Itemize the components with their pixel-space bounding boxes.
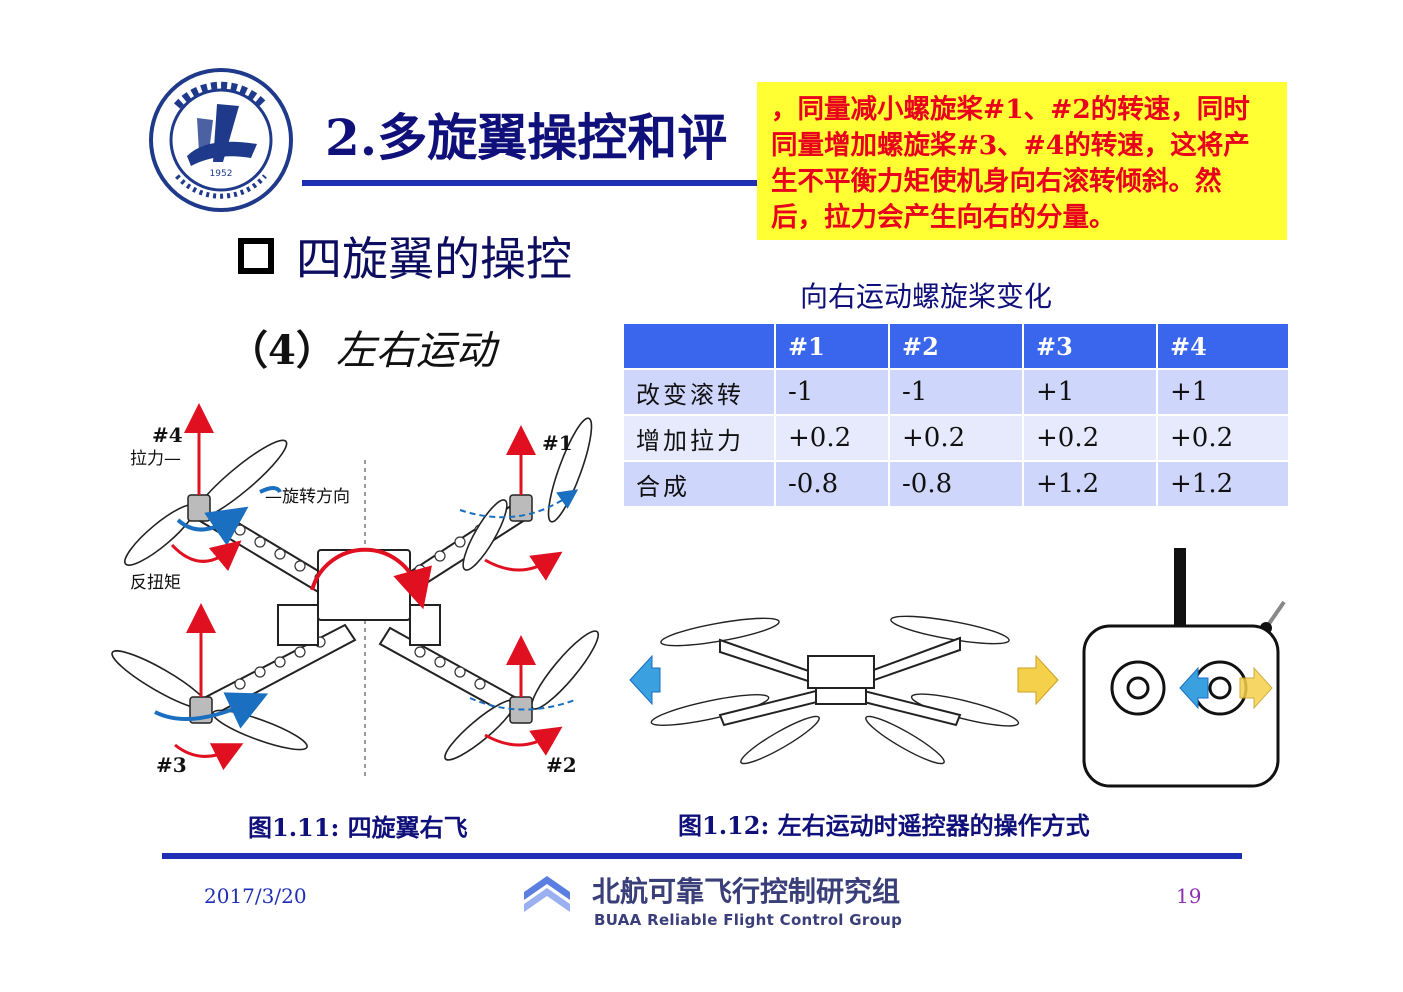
table-row-label: 增加拉力	[624, 416, 774, 460]
table-cell: +0.2	[776, 416, 888, 460]
slide-title: 2.多旋翼操控和评	[325, 108, 728, 167]
figure-caption-quad: 图1.11: 四旋翼右飞	[248, 813, 468, 842]
university-seal-icon: 1952	[149, 68, 293, 212]
table-caption: 向右运动螺旋桨变化	[800, 280, 1053, 313]
table-cell: +1.2	[1158, 462, 1288, 506]
label-prop-2: #2	[546, 753, 577, 777]
section-heading-text: 四旋翼的操控	[296, 232, 572, 286]
footer-date: 2017/3/20	[204, 884, 307, 908]
table-header-cell: #2	[890, 324, 1022, 368]
figure-caption-remote: 图1.12: 左右运动时遥控器的操作方式	[678, 811, 1090, 840]
label-torque: 反扭矩	[130, 573, 181, 593]
label-prop-1: #1	[542, 431, 573, 455]
table-row-label: 改变滚转	[624, 370, 774, 414]
sub-heading-text: 左右运动	[335, 328, 496, 374]
label-prop-3: #3	[156, 753, 187, 777]
square-bullet-icon	[238, 238, 274, 274]
table-cell: +1	[1158, 370, 1288, 414]
table-header-cell: #4	[1158, 324, 1288, 368]
section-heading: 四旋翼的操控	[238, 226, 572, 286]
chevron-logo-icon	[524, 876, 570, 912]
table-cell: +0.2	[890, 416, 1022, 460]
page-number: 19	[1176, 884, 1202, 908]
callout-note: ，同量减小螺旋桨#1、#2的转速，同时同量增加螺旋桨#3、#4的转速，这将产生不…	[757, 82, 1287, 240]
table-row-label: 合成	[624, 462, 774, 506]
table-row: 合成 -0.8 -0.8 +1.2 +1.2	[624, 462, 1288, 506]
table-header-cell: #1	[776, 324, 888, 368]
remote-controller-diagram	[1082, 548, 1286, 788]
quadrotor-diagram: #4 #1 #3 #2 拉力— —旋转方向 反扭矩	[111, 403, 600, 780]
seal-year: 1952	[210, 169, 233, 179]
table-row: 改变滚转 -1 -1 +1 +1	[624, 370, 1288, 414]
table-cell: -1	[776, 370, 888, 414]
table-cell: -0.8	[776, 462, 888, 506]
table-cell: +0.2	[1158, 416, 1288, 460]
table-header-cell: #3	[1024, 324, 1156, 368]
sub-heading-number: （4）	[228, 327, 336, 374]
table-cell: -0.8	[890, 462, 1022, 506]
table-header-row: #1 #2 #3 #4	[624, 324, 1288, 368]
table-cell: +1	[1024, 370, 1156, 414]
table-cell: +0.2	[1024, 416, 1156, 460]
footer-rule	[162, 853, 1242, 859]
propeller-change-table: #1 #2 #3 #4 改变滚转 -1 -1 +1 +1 增加拉力 +0.2 +…	[622, 322, 1290, 508]
label-rotation: —旋转方向	[265, 487, 350, 507]
label-prop-4: #4	[152, 423, 183, 447]
table-header-cell	[624, 324, 774, 368]
side-view-diagram	[629, 615, 1059, 765]
table-cell: +1.2	[1024, 462, 1156, 506]
sub-heading: （4）左右运动	[228, 318, 496, 376]
label-thrust: 拉力—	[130, 449, 181, 469]
table-cell: -1	[890, 370, 1022, 414]
table-row: 增加拉力 +0.2 +0.2 +0.2 +0.2	[624, 416, 1288, 460]
footer-org-en: BUAA Reliable Flight Control Group	[594, 911, 903, 929]
footer-org-cn: 北航可靠飞行控制研究组	[592, 875, 901, 908]
